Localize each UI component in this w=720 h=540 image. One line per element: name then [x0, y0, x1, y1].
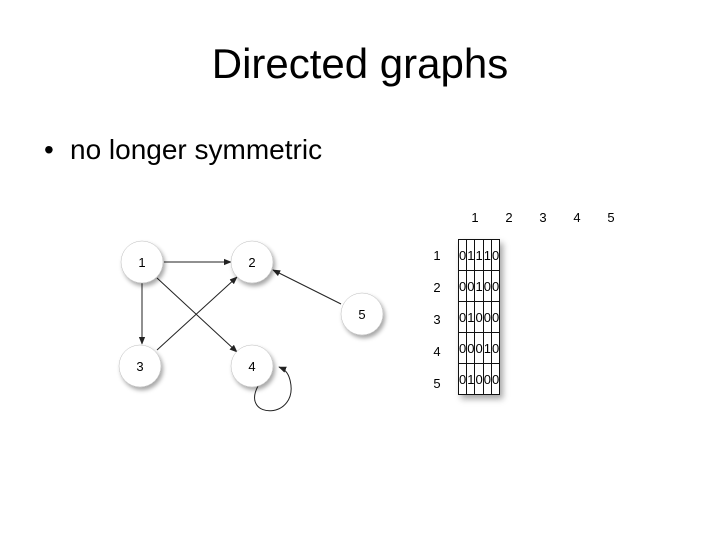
matrix-row: 0 1 1 1 0	[457, 239, 501, 271]
bullet-item: • no longer symmetric	[44, 134, 322, 166]
node-label: 5	[358, 307, 365, 322]
graph-node: 2	[230, 240, 274, 284]
matrix-cell: 0	[474, 332, 484, 364]
row-header: 5	[433, 376, 441, 391]
graph-node: 3	[118, 344, 162, 388]
edge-4-4-self-loop	[254, 366, 292, 412]
matrix-cell: 0	[466, 332, 476, 364]
matrix-cell: 0	[457, 270, 468, 302]
matrix-cell: 0	[482, 363, 492, 395]
matrix-cell: 0	[490, 363, 501, 395]
bullet-text: no longer symmetric	[70, 134, 323, 165]
node-label: 3	[136, 359, 143, 374]
matrix-cell: 1	[466, 301, 476, 333]
matrix-cell: 0	[482, 270, 492, 302]
graph-edges	[138, 258, 342, 412]
column-header: 4	[573, 210, 581, 225]
node-label: 1	[138, 255, 145, 270]
matrix-cell: 0	[466, 270, 476, 302]
matrix-row: 0 1 0 0 0	[457, 363, 501, 395]
matrix-cell: 1	[482, 332, 492, 364]
matrix-grid: 0 1 1 1 0 0 0 1 0 0 0 1 0 0 0 0 0 0 1 0	[457, 239, 501, 395]
graph-node: 4	[230, 344, 274, 388]
matrix-cell: 0	[457, 301, 468, 333]
matrix-cell: 0	[490, 239, 501, 271]
matrix-cell: 0	[474, 363, 484, 395]
column-header: 5	[607, 210, 615, 225]
graph-node: 1	[120, 240, 164, 284]
column-header: 2	[505, 210, 513, 225]
matrix-cell: 0	[490, 332, 501, 364]
matrix-cell: 1	[474, 270, 484, 302]
row-header: 2	[433, 280, 441, 295]
matrix-row: 0 1 0 0 0	[457, 301, 501, 333]
graph-node: 5	[340, 292, 384, 336]
column-header: 1	[471, 210, 479, 225]
matrix-cell: 0	[490, 301, 501, 333]
edge-3-2	[156, 276, 238, 351]
slide-title: Directed graphs	[211, 40, 509, 87]
row-header: 3	[433, 312, 441, 327]
node-label: 4	[248, 359, 255, 374]
matrix-cell: 0	[457, 363, 468, 395]
matrix-cell: 1	[466, 363, 476, 395]
bullet-dot-icon: •	[44, 134, 54, 165]
matrix-row: 0 0 0 1 0	[457, 332, 501, 364]
matrix-cell: 1	[482, 239, 492, 271]
row-header: 4	[433, 344, 441, 359]
matrix-cell: 0	[474, 301, 484, 333]
matrix-cell: 0	[457, 332, 468, 364]
edge-1-4	[156, 277, 238, 353]
matrix-row: 0 0 1 0 0	[457, 270, 501, 302]
matrix-cell: 0	[490, 270, 501, 302]
matrix-cell: 0	[482, 301, 492, 333]
column-header: 3	[539, 210, 547, 225]
matrix-cell: 1	[466, 239, 476, 271]
node-label: 2	[248, 255, 255, 270]
row-header: 1	[433, 248, 441, 263]
graph-nodes: 1 2 3 4 5	[118, 240, 384, 388]
edge-5-2	[272, 269, 342, 305]
matrix-cell: 1	[474, 239, 484, 271]
matrix-cell: 0	[457, 239, 468, 271]
